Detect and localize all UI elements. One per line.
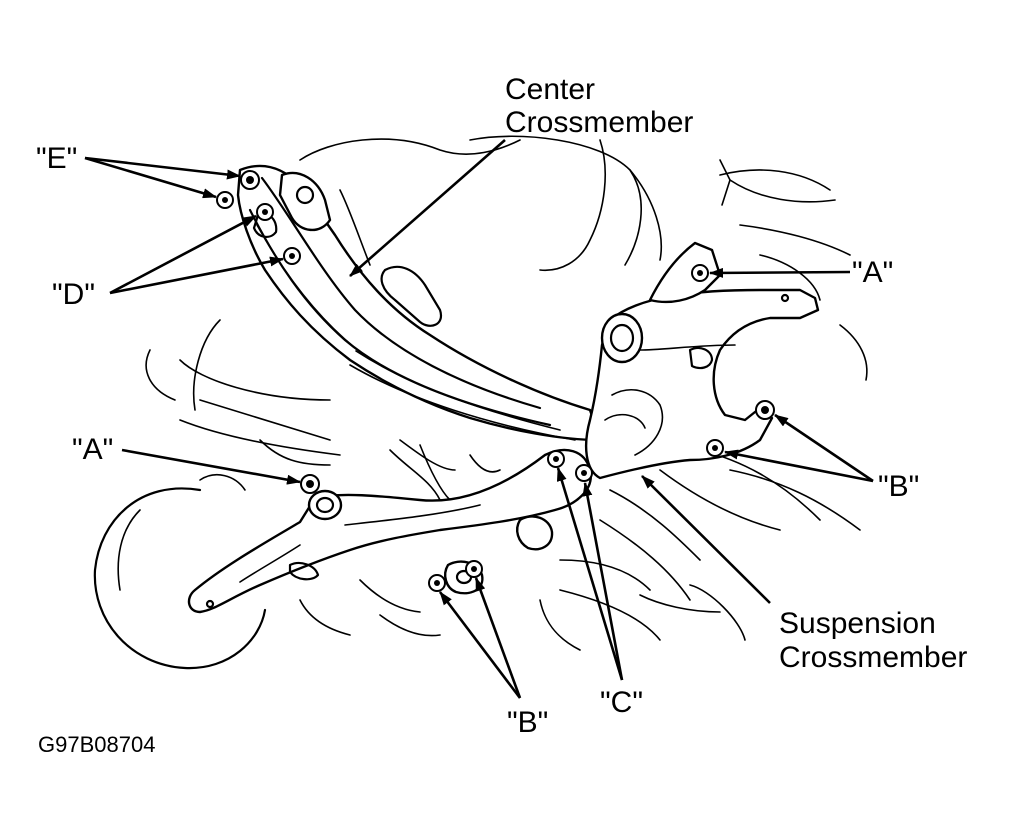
bolt-d-lower [283, 247, 301, 265]
label-center-crossmember-line1: Center [505, 73, 595, 106]
label-c: "C" [600, 686, 643, 719]
label-a-left: "A" [72, 433, 113, 466]
label-suspension-crossmember-line2: Crossmember [779, 641, 967, 674]
label-a-right: "A" [852, 256, 893, 289]
bolt-e-lower [216, 191, 234, 209]
bolt-a-right [691, 264, 709, 282]
bolt-c-right [575, 464, 593, 482]
leader-b-right-1 [774, 413, 874, 483]
bolts [216, 170, 775, 592]
leader-b-bottom-2 [474, 577, 522, 699]
label-d: "D" [52, 278, 95, 311]
leader-b-right-2 [724, 449, 874, 483]
figure-code: G97B08704 [38, 732, 155, 757]
center-crossmember [236, 164, 602, 442]
bolt-e-upper [240, 170, 260, 190]
leader-e-1 [84, 156, 241, 180]
leader-center-crossmember [349, 139, 506, 277]
bolt-b-bottom-left [428, 574, 446, 592]
leader-c-1 [556, 467, 624, 681]
bolt-b-right-lower [706, 439, 724, 457]
background-engine-outline [145, 135, 868, 651]
bolt-a-left [300, 474, 320, 494]
bolt-c-left [547, 450, 565, 468]
label-e: "E" [36, 142, 77, 175]
leader-suspension-crossmember [641, 475, 771, 604]
labels: Center Crossmember "E" "D" "A" "A" "B" S… [36, 73, 967, 757]
leader-a-right [709, 267, 851, 278]
leader-lines [84, 139, 874, 699]
suspension-crossmember [584, 241, 820, 480]
label-suspension-crossmember-line1: Suspension [779, 607, 936, 640]
left-tire-outline [93, 474, 267, 670]
leader-c-2 [582, 482, 624, 681]
label-b-bottom: "B" [507, 706, 548, 739]
label-b-right: "B" [878, 470, 919, 503]
leader-d-2 [109, 256, 284, 295]
bolt-d-upper [256, 203, 274, 221]
label-center-crossmember-line2: Crossmember [505, 106, 693, 139]
leader-a-left [121, 448, 301, 485]
leader-d-1 [109, 214, 257, 295]
leader-e-2 [84, 156, 217, 199]
lower-arm [187, 448, 592, 614]
bolt-b-bottom-right [465, 560, 483, 578]
bolt-b-right-upper [755, 400, 775, 420]
leader-b-bottom-1 [438, 591, 522, 699]
